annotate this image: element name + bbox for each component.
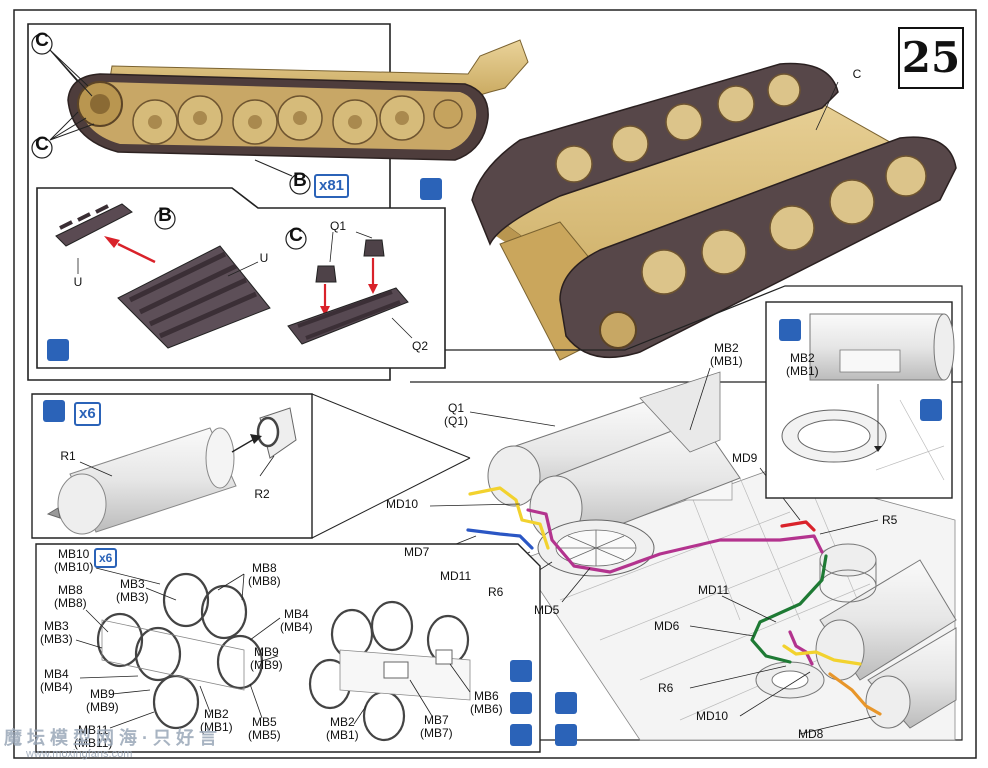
quantity-badge-track: x81 — [314, 174, 350, 198]
engine-part-label: MD5 — [534, 603, 560, 617]
part-c-hull: C — [852, 67, 862, 81]
tank-cylinder-panel — [31, 393, 471, 539]
flip-arrow-icon — [510, 660, 532, 682]
quantity-badge-cylinder: x6 — [74, 402, 101, 426]
bracket-label: MB2(MB1) — [200, 707, 233, 734]
callout-c-detail: C — [289, 225, 303, 246]
part-q2: Q2 — [411, 339, 428, 353]
fuel-cylinders — [487, 371, 741, 541]
engine-part-label: MD8 — [798, 727, 824, 741]
part-q1: Q1 — [329, 219, 346, 233]
right-cylinders — [755, 543, 957, 729]
track-link-single — [55, 203, 133, 247]
engine-part-label: MD10 — [386, 497, 419, 511]
cement-drop-icon — [510, 692, 532, 714]
callout-c-top: C — [35, 30, 49, 51]
paint-brush-icon — [43, 400, 65, 422]
bracket-label: MB3(MB3) — [40, 619, 73, 646]
decal-icon — [920, 399, 942, 421]
callout-c-bottom: C — [35, 134, 49, 155]
paint-brush-icon — [555, 724, 577, 746]
engine-part-label: R6 — [488, 585, 504, 599]
paint-brush-icon — [47, 339, 69, 361]
engine-part-label: R5 — [882, 513, 898, 527]
track-link-chain — [117, 245, 271, 349]
bracket-label: MB2(MB1) — [326, 715, 359, 742]
callout-b-detail: B — [158, 205, 172, 226]
bracket-label: MB11(MB11) — [74, 723, 113, 750]
cement-drop-icon — [555, 692, 577, 714]
bracket-label: MB8(MB8) — [248, 561, 281, 588]
callout-b-ref: B — [293, 170, 307, 191]
bracket-label: MB4(MB4) — [40, 667, 73, 694]
bracket-label: MB10(MB10) — [54, 547, 94, 574]
quantity-badge-brackets: x6 — [94, 548, 118, 568]
paint-brush-icon — [420, 178, 442, 200]
part-u-right: U — [259, 251, 269, 265]
bracket-label: MB5(MB5) — [248, 715, 281, 742]
engine-part-label: MB2(MB1) — [710, 341, 743, 368]
engine-part-label: MD11 — [698, 583, 730, 597]
hull-underside-illustration — [471, 62, 957, 361]
mount-brackets-panel — [35, 543, 541, 753]
engine-part-label: MD6 — [654, 619, 680, 633]
bracket-label: MB4(MB4) — [280, 607, 313, 634]
paint-brush-icon — [510, 724, 532, 746]
engine-part-label: Q1(Q1) — [444, 401, 468, 428]
engine-part-label: R6 — [658, 681, 674, 695]
bracket-label: MB7(MB7) — [420, 713, 453, 740]
engine-part-label: MD7 — [404, 545, 430, 559]
engine-part-label: MD9 — [732, 451, 758, 465]
paint-brush-icon — [779, 319, 801, 341]
bracket-label: MB8(MB8) — [54, 583, 87, 610]
guide-horns — [287, 231, 413, 345]
engine-part-label: MD10 — [696, 709, 729, 723]
engine-part-label: MD11 — [440, 569, 472, 583]
watermark-title: 魔 坛 模 型 网 海 · 只 好 言 — [4, 728, 218, 748]
step-number: 25 — [898, 27, 964, 89]
bracket-label: MB3(MB3) — [116, 577, 149, 604]
bracket-label: MB9(MB9) — [86, 687, 119, 714]
bracket-label: MB9(MB9) — [250, 645, 283, 672]
engine-part-label: MB2(MB1) — [786, 351, 819, 378]
watermark-url: www.moxingfans.com — [26, 748, 133, 760]
side-hull-illustration — [67, 39, 529, 161]
part-u-left: U — [73, 275, 83, 289]
part-r2: R2 — [254, 487, 270, 501]
track-assembly-panel — [27, 23, 529, 381]
page-border — [13, 9, 977, 759]
fuel-lines — [466, 486, 882, 716]
part-r1: R1 — [60, 449, 76, 463]
bracket-label: MB6(MB6) — [470, 689, 503, 716]
